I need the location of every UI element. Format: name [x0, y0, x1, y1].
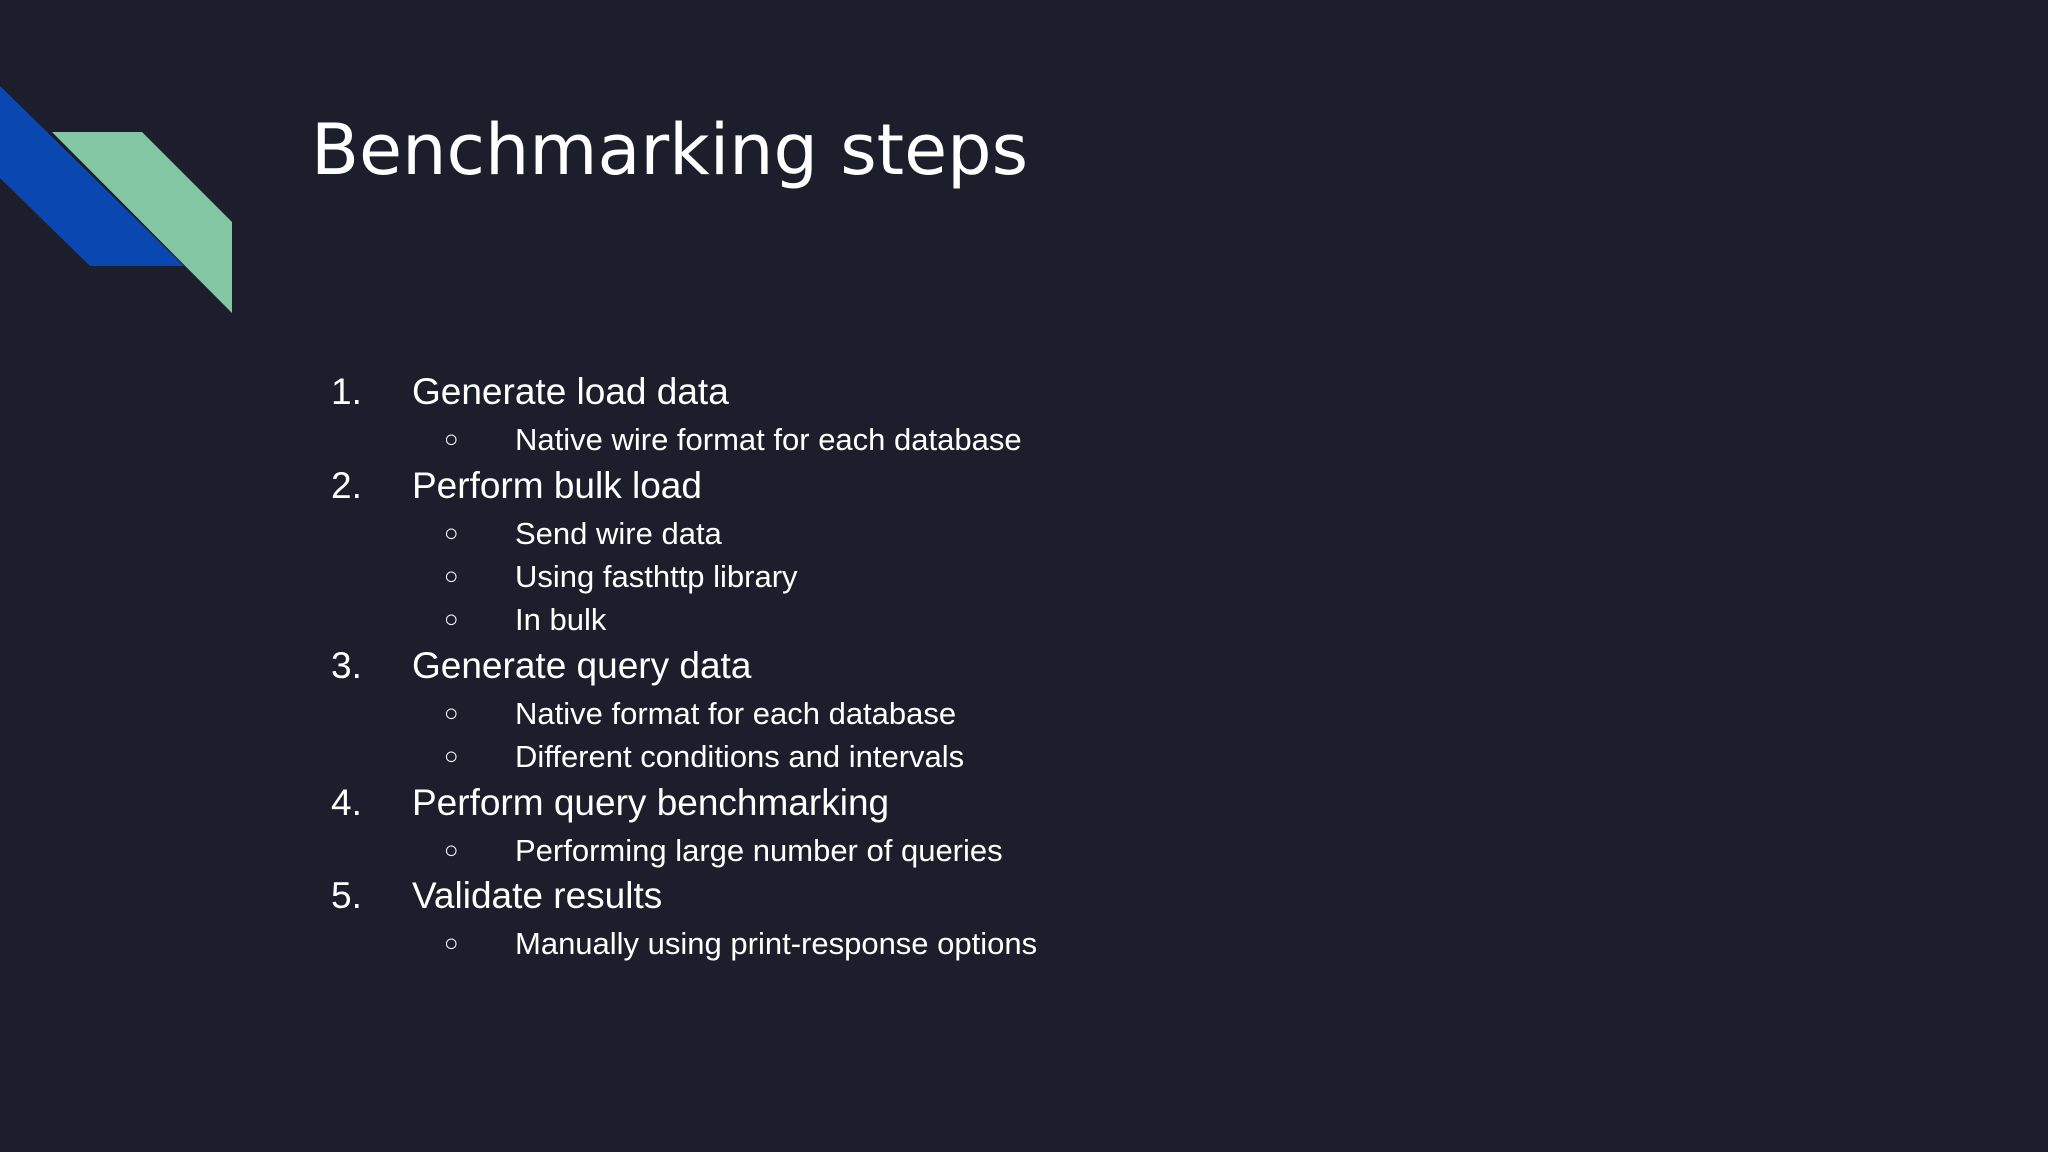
sub-item-label: Send wire data — [515, 516, 722, 551]
sub-item: ○ Manually using print-response options — [0, 922, 1500, 966]
step-item: 5. Validate results — [0, 866, 1500, 926]
step-number: 1. — [331, 371, 362, 412]
sub-item-label: In bulk — [515, 602, 607, 637]
step-number: 5. — [331, 875, 362, 916]
slide-title: Benchmarking steps — [311, 109, 1029, 191]
sub-item: ○ Different conditions and intervals — [0, 735, 1500, 779]
step-item: 4. Perform query benchmarking — [0, 773, 1500, 833]
hollow-bullet-icon: ○ — [444, 700, 459, 727]
step-label: Perform query benchmarking — [412, 782, 890, 823]
blue-accent-stripe — [0, 86, 184, 266]
hollow-bullet-icon: ○ — [444, 606, 459, 633]
hollow-bullet-icon: ○ — [444, 520, 459, 547]
step-label: Generate query data — [412, 645, 752, 686]
sub-item-label: Performing large number of queries — [515, 833, 1003, 868]
sub-item-label: Manually using print-response options — [515, 926, 1038, 961]
hollow-bullet-icon: ○ — [444, 563, 459, 590]
step-item: 1. Generate load data — [0, 362, 1500, 422]
sub-item: ○ In bulk — [0, 598, 1500, 642]
hollow-bullet-icon: ○ — [444, 426, 459, 453]
sub-item-label: Different conditions and intervals — [515, 739, 965, 774]
hollow-bullet-icon: ○ — [444, 743, 459, 770]
sub-item: ○ Native format for each database — [0, 692, 1500, 736]
step-number: 4. — [331, 782, 362, 823]
green-accent-stripe — [52, 132, 232, 313]
corner-accent-graphic — [0, 86, 232, 313]
hollow-bullet-icon: ○ — [444, 930, 459, 957]
step-label: Perform bulk load — [412, 465, 702, 506]
sub-item-label: Using fasthttp library — [515, 559, 798, 594]
sub-item: ○ Send wire data — [0, 512, 1500, 556]
step-item: 2. Perform bulk load — [0, 456, 1500, 516]
sub-item-label: Native format for each database — [515, 696, 957, 731]
hollow-bullet-icon: ○ — [444, 837, 459, 864]
step-number: 2. — [331, 465, 362, 506]
step-label: Validate results — [412, 875, 663, 916]
step-label: Generate load data — [412, 371, 729, 412]
sub-item: ○ Native wire format for each database — [0, 418, 1500, 462]
step-item: 3. Generate query data — [0, 636, 1500, 696]
step-number: 3. — [331, 645, 362, 686]
sub-item-label: Native wire format for each database — [515, 422, 1022, 457]
sub-item: ○ Performing large number of queries — [0, 829, 1500, 873]
sub-item: ○ Using fasthttp library — [0, 555, 1500, 599]
